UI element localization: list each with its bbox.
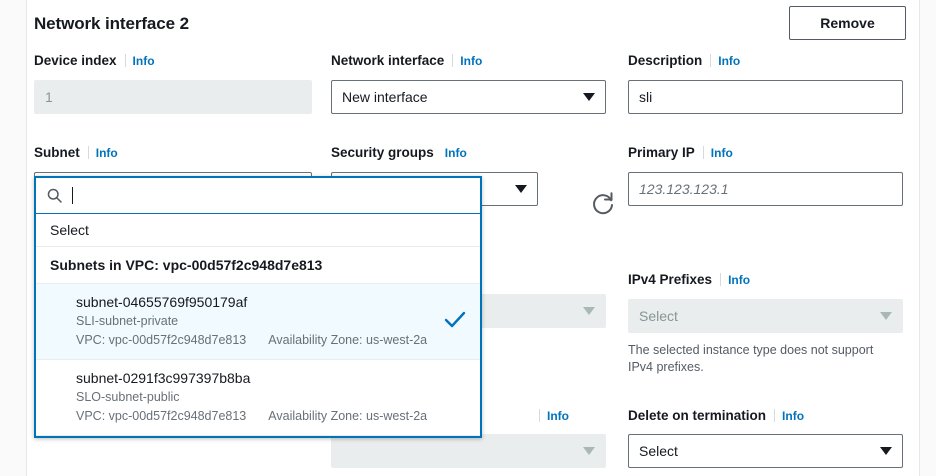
chevron-down-icon xyxy=(880,312,892,320)
label-divider xyxy=(124,54,126,67)
label-divider xyxy=(720,273,722,286)
option-az: Availability Zone: us-west-2a xyxy=(268,333,428,347)
network-interface-select[interactable]: New interface xyxy=(331,80,606,114)
middle-bottom-label: Info xyxy=(531,408,569,423)
device-index-value: 1 xyxy=(45,89,53,105)
security-groups-info-link[interactable]: Info xyxy=(444,146,467,160)
label-divider xyxy=(774,409,776,422)
ipv4-prefixes-helper-text: The selected instance type does not supp… xyxy=(628,343,874,374)
text-cursor xyxy=(72,187,73,204)
device-index-info-link[interactable]: Info xyxy=(132,54,155,68)
device-index-input: 1 xyxy=(34,80,312,114)
option-vpc: VPC: vpc-00d57f2c948d7e813 xyxy=(76,409,247,423)
delete-on-termination-select[interactable]: Select xyxy=(628,434,903,468)
primary-ip-placeholder: 123.123.123.1 xyxy=(639,181,729,197)
option-id: subnet-0291f3c997397b8ba xyxy=(76,370,251,386)
remove-button[interactable]: Remove xyxy=(789,6,906,40)
dropdown-option-subnet-1[interactable]: subnet-0291f3c997397b8ba SLO-subnet-publ… xyxy=(36,360,480,436)
dropdown-option-subnet-0[interactable]: subnet-04655769f950179af SLI-subnet-priv… xyxy=(36,284,480,360)
label-divider xyxy=(539,409,540,422)
subnet-dropdown-panel: Select Subnets in VPC: vpc-00d57f2c948d7… xyxy=(34,176,482,438)
search-icon xyxy=(47,188,62,203)
label-divider xyxy=(87,146,89,159)
label-divider xyxy=(452,54,454,67)
page-title: Network interface 2 xyxy=(34,14,189,33)
delete-on-termination-info-link[interactable]: Info xyxy=(782,409,805,423)
option-name: SLO-subnet-public xyxy=(76,390,180,404)
description-input[interactable]: sli xyxy=(628,80,903,114)
chevron-down-icon xyxy=(583,307,595,315)
label-divider xyxy=(710,54,712,67)
chevron-down-icon xyxy=(583,447,595,455)
primary-ip-info-link[interactable]: Info xyxy=(710,146,733,160)
network-interface-value: New interface xyxy=(342,89,428,105)
middle-bottom-select xyxy=(331,434,606,468)
chevron-down-icon xyxy=(880,447,892,455)
option-meta: VPC: vpc-00d57f2c948d7e813 Availability Z… xyxy=(76,407,440,426)
ipv4-prefixes-placeholder: Select xyxy=(639,308,678,324)
option-meta: VPC: vpc-00d57f2c948d7e813 Availability Z… xyxy=(76,331,440,350)
chevron-down-icon xyxy=(583,93,595,101)
primary-ip-input[interactable]: 123.123.123.1 xyxy=(628,172,903,206)
subnet-info-link[interactable]: Info xyxy=(95,146,118,160)
network-interface-info-link[interactable]: Info xyxy=(460,54,483,68)
option-az: Availability Zone: us-west-2a xyxy=(268,409,428,423)
option-name: SLI-subnet-private xyxy=(76,314,179,328)
page-gutter-right xyxy=(919,0,936,476)
delete-on-termination-value: Select xyxy=(639,443,678,459)
dropdown-item-select[interactable]: Select xyxy=(36,214,480,247)
dropdown-group-header: Subnets in VPC: vpc-00d57f2c948d7e813 xyxy=(36,247,480,284)
middle-bottom-info-link[interactable]: Info xyxy=(547,409,569,423)
ipv4-prefixes-select: Select xyxy=(628,299,903,333)
description-value: sli xyxy=(639,89,653,105)
description-info-link[interactable]: Info xyxy=(718,54,741,68)
label-divider xyxy=(702,146,704,159)
refresh-icon[interactable] xyxy=(588,190,618,220)
check-icon xyxy=(444,310,466,333)
option-id: subnet-04655769f950179af xyxy=(76,294,248,310)
label-divider xyxy=(439,146,440,159)
subnet-search-input[interactable] xyxy=(36,178,480,214)
option-vpc: VPC: vpc-00d57f2c948d7e813 xyxy=(76,333,247,347)
chevron-down-icon xyxy=(515,185,527,193)
page-gutter-left xyxy=(0,0,27,476)
ipv4-prefixes-info-link[interactable]: Info xyxy=(728,273,751,287)
